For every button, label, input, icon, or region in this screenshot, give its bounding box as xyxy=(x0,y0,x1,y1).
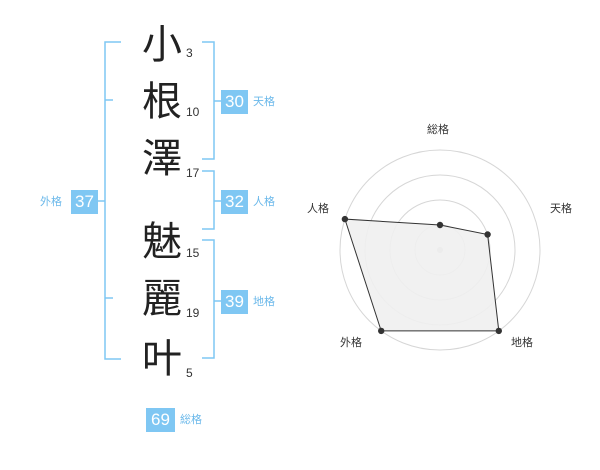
tenkaku-label: 天格 xyxy=(253,95,275,108)
soukaku-score: 69 xyxy=(146,408,175,432)
radar-point-3 xyxy=(495,327,502,335)
stroke-count-6: 5 xyxy=(186,366,193,380)
radar-axis-label-soukaku: 総格 xyxy=(427,123,449,136)
soukaku-label: 総格 xyxy=(180,413,202,426)
tenkaku-score: 30 xyxy=(221,90,248,114)
name-char-5: 麗 xyxy=(142,276,182,322)
stroke-count-1: 3 xyxy=(186,46,193,60)
radar-point-2 xyxy=(484,231,491,238)
chikaku-label: 地格 xyxy=(253,295,275,308)
stroke-count-5: 19 xyxy=(186,306,200,320)
name-char-6: 叶 xyxy=(142,336,182,382)
radar-axis-label-gaikaku: 外格 xyxy=(340,336,362,349)
name-char-3: 澤 xyxy=(142,136,182,182)
gaikaku-score: 37 xyxy=(71,190,98,214)
chikaku-score: 39 xyxy=(221,290,248,314)
gaikaku-label: 外格 xyxy=(40,195,62,208)
radar-grid-ring xyxy=(339,149,541,351)
radar-points xyxy=(341,215,502,335)
chikaku-bracket xyxy=(202,239,215,359)
name-char-2: 根 xyxy=(142,79,182,125)
radar-axis-label-chikaku: 地格 xyxy=(511,336,533,349)
radar-point-4 xyxy=(378,327,385,335)
name-char-1: 小 xyxy=(142,22,182,68)
name-char-4: 魅 xyxy=(142,219,182,265)
stroke-count-3: 17 xyxy=(186,166,200,180)
jinkaku-bracket xyxy=(202,170,215,230)
radar-point-1 xyxy=(436,221,444,229)
jinkaku-score: 32 xyxy=(221,190,248,214)
stroke-count-2: 10 xyxy=(186,105,200,119)
radar-polygon xyxy=(344,218,500,332)
radar-axis-label-tenkaku: 天格 xyxy=(550,202,572,215)
jinkaku-label: 人格 xyxy=(253,195,275,208)
stroke-count-4: 15 xyxy=(186,246,200,260)
radar-axis-label-jinkaku: 人格 xyxy=(307,202,329,215)
radar-point-5 xyxy=(341,215,349,223)
